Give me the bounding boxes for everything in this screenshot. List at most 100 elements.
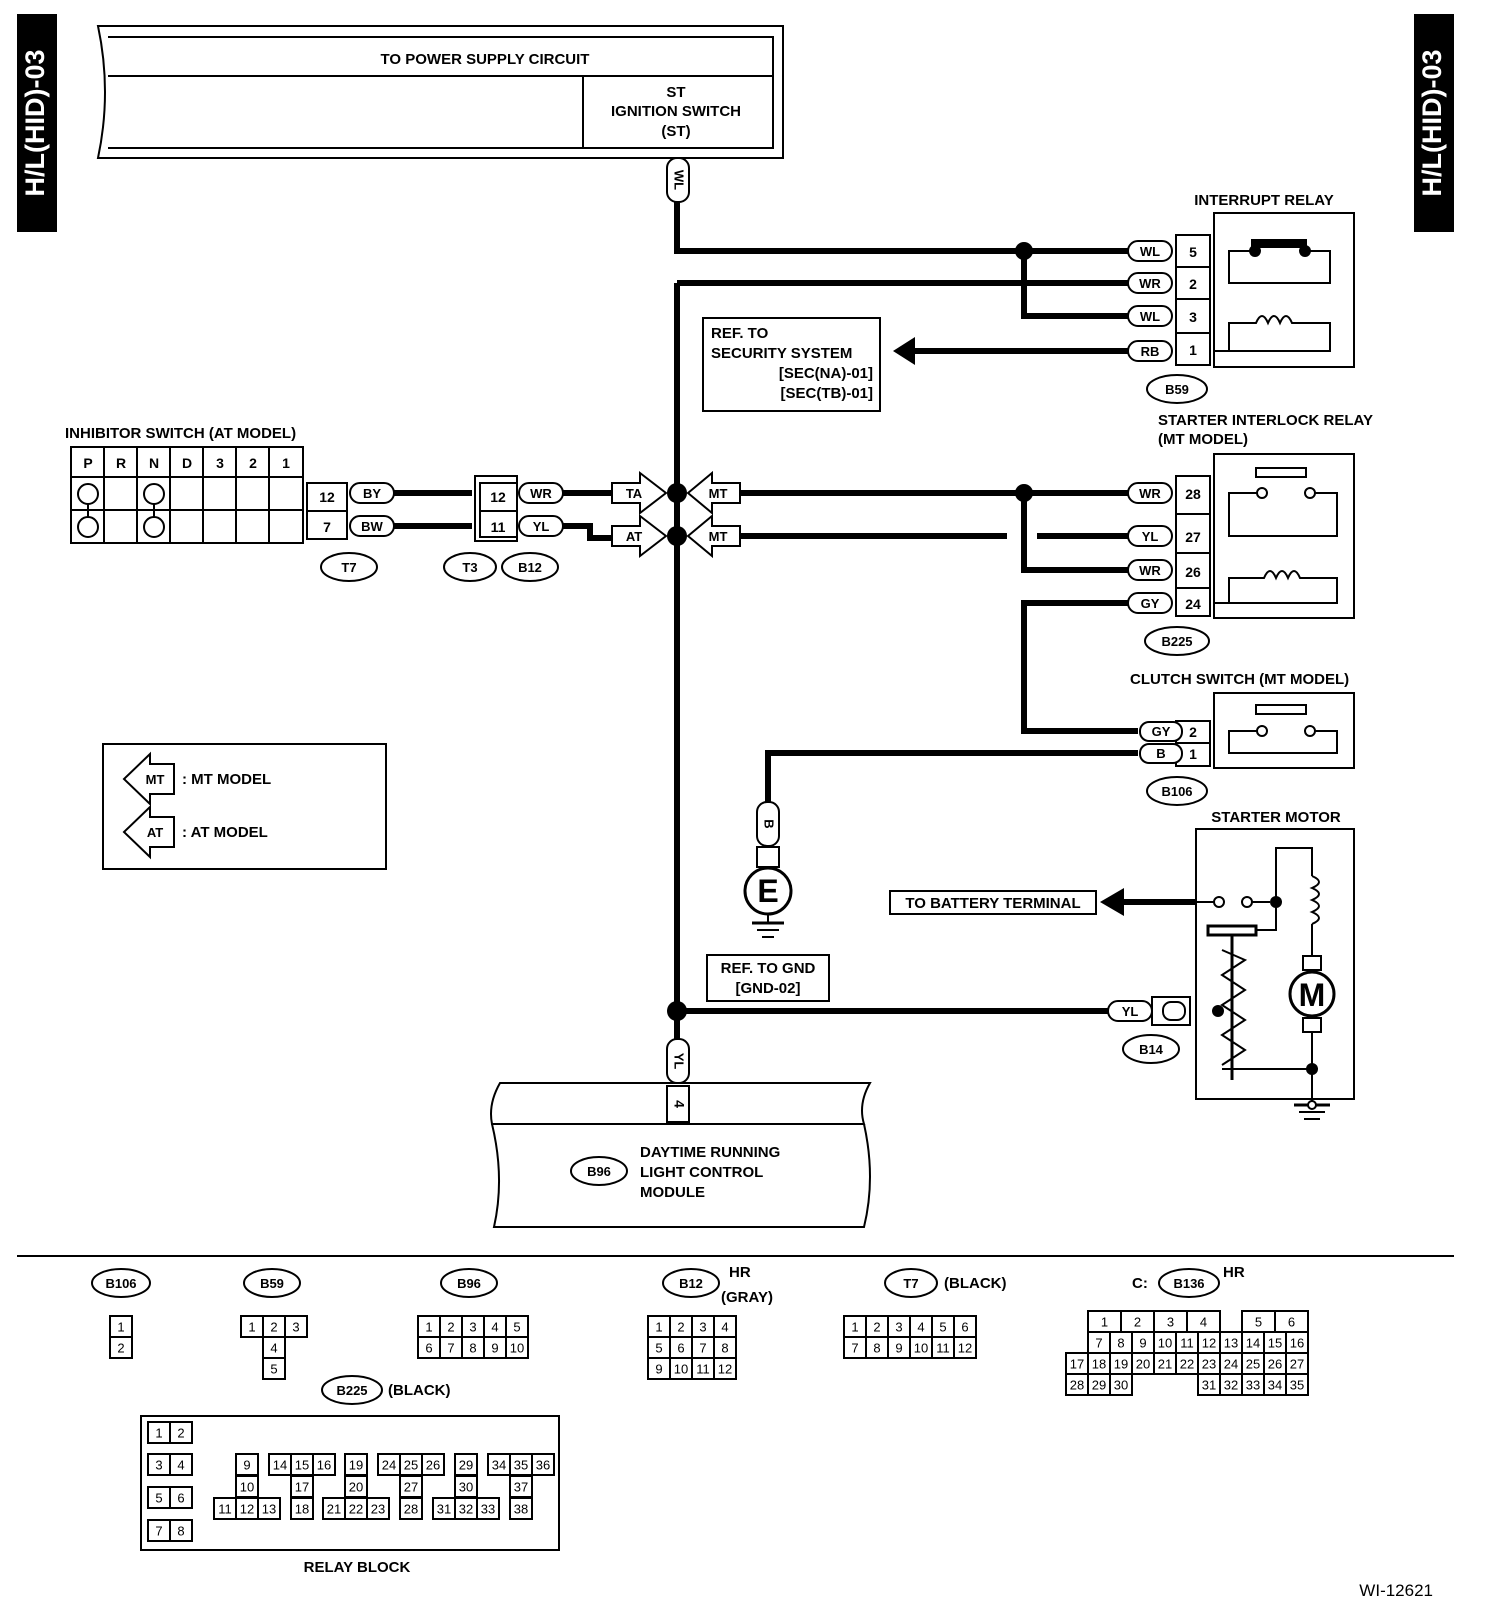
pin-number: 37 <box>514 1480 528 1495</box>
pin-number: 11 <box>1180 1336 1194 1351</box>
pin-number: 2 <box>270 1320 277 1335</box>
svg-text:M: M <box>1299 977 1326 1013</box>
connector-tag-b12: B12 <box>501 552 559 582</box>
pin-cell <box>284 1315 308 1338</box>
svg-text:T7: T7 <box>341 560 356 575</box>
starter-relay-subtitle: (MT MODEL) <box>1158 431 1248 448</box>
pin-number: 1 <box>851 1320 858 1335</box>
pin-cell <box>262 1357 286 1380</box>
svg-text:7: 7 <box>323 519 331 535</box>
pin-number: 8 <box>469 1341 476 1356</box>
junction-arrows: TA MT AT MT <box>611 470 741 559</box>
pin-number: 1 <box>425 1320 432 1335</box>
pin-cell <box>509 1497 533 1520</box>
pin-number: 3 <box>292 1320 299 1335</box>
pin-number: 28 <box>1070 1378 1084 1393</box>
pin-number: 6 <box>425 1341 432 1356</box>
svg-text:26: 26 <box>1185 564 1201 580</box>
connector-tag-b106: B106 <box>1146 776 1208 806</box>
interrupt-relay-title: INTERRUPT RELAY <box>1194 192 1333 209</box>
inhibitor-switch-title: INHIBITOR SWITCH (AT MODEL) <box>65 425 296 442</box>
svg-text:[SEC(TB)-01]: [SEC(TB)-01] <box>781 385 874 402</box>
pin-number: 12 <box>958 1341 972 1356</box>
pin-number: 7 <box>699 1341 706 1356</box>
wire-tag-rb-1: RB <box>1127 340 1173 362</box>
pin-number: 27 <box>1290 1357 1304 1372</box>
pin-number: 1 <box>655 1320 662 1335</box>
pin-number: 13 <box>1224 1336 1238 1351</box>
ignition-st-label: ST <box>666 84 685 101</box>
pin-number: 19 <box>1114 1357 1128 1372</box>
svg-text:B: B <box>762 819 777 828</box>
pin-number: 3 <box>1167 1315 1174 1330</box>
pin-number: 10 <box>1158 1336 1172 1351</box>
svg-text:HR: HR <box>1223 1264 1245 1281</box>
battery-terminal-label: TO BATTERY TERMINAL <box>905 895 1080 912</box>
pin-number: 5 <box>1255 1315 1262 1330</box>
pin-number: 3 <box>469 1320 476 1335</box>
svg-text:28: 28 <box>1185 486 1201 502</box>
svg-text:(BLACK): (BLACK) <box>944 1275 1006 1292</box>
pin-number: 38 <box>514 1502 528 1517</box>
svg-text:B106: B106 <box>1161 784 1192 799</box>
pin-number: 5 <box>155 1491 162 1506</box>
pin-number: 2 <box>873 1320 880 1335</box>
pin-number: 1 <box>117 1320 124 1335</box>
pin-number: 15 <box>295 1458 309 1473</box>
right-tab-label: H/L(HID)-03 <box>1417 50 1447 197</box>
pin-number: 5 <box>939 1320 946 1335</box>
pin-cell <box>531 1453 555 1476</box>
face-b59: B59 <box>243 1268 301 1298</box>
pin-number: 29 <box>1092 1378 1106 1393</box>
pin-cell <box>169 1421 193 1444</box>
face-t7: T7 (BLACK) <box>884 1268 1006 1298</box>
pin-number: 20 <box>349 1480 363 1495</box>
pin-number: 28 <box>404 1502 418 1517</box>
svg-text:LIGHT CONTROL: LIGHT CONTROL <box>640 1164 763 1181</box>
svg-text:4: 4 <box>671 1100 687 1108</box>
svg-text:YL: YL <box>1142 529 1159 544</box>
svg-text:P: P <box>83 455 92 471</box>
pin-number: 13 <box>262 1502 276 1517</box>
wire-tag-wr-2: WR <box>1127 272 1173 294</box>
svg-text:B96: B96 <box>587 1164 611 1179</box>
pin-number: 12 <box>718 1362 732 1377</box>
svg-text:B225: B225 <box>336 1383 367 1398</box>
svg-text:B14: B14 <box>1139 1042 1164 1057</box>
pin-number: 4 <box>270 1341 277 1356</box>
pin-number: 11 <box>696 1362 710 1377</box>
pin-cell <box>109 1336 133 1359</box>
svg-text:B106: B106 <box>105 1276 136 1291</box>
pin-number: 33 <box>1246 1378 1260 1393</box>
pin-number: 5 <box>270 1362 277 1377</box>
connector-face-views: B106 B59 B96 B12 HR (GRAY) T7 (BLACK) C:… <box>91 1264 1309 1576</box>
pin-number: 11 <box>936 1341 950 1356</box>
svg-text:11: 11 <box>491 519 506 535</box>
wire-tag-yl-b14: YL <box>1107 1000 1153 1022</box>
svg-text:REF. TO GND: REF. TO GND <box>721 960 816 977</box>
pin-number: 10 <box>240 1480 254 1495</box>
svg-text:BW: BW <box>361 519 383 534</box>
svg-text:YL: YL <box>672 1053 687 1070</box>
svg-text:12: 12 <box>490 489 506 505</box>
svg-text:AT: AT <box>147 825 163 840</box>
svg-text:WR: WR <box>1139 563 1161 578</box>
pin-number: 34 <box>1268 1378 1282 1393</box>
wire-tag-wl-ignition: WL <box>666 157 690 203</box>
pin-cell <box>713 1357 737 1380</box>
drl-module: YL 4 B96 DAYTIME RUNNING LIGHT CONTROL M… <box>490 1038 872 1228</box>
svg-text:HR: HR <box>729 1264 751 1281</box>
svg-text:(GRAY): (GRAY) <box>721 1289 773 1306</box>
svg-text:2: 2 <box>1189 276 1197 292</box>
pin-number: 34 <box>492 1458 506 1473</box>
pin-number: 25 <box>1246 1357 1260 1372</box>
svg-text:5: 5 <box>1189 244 1197 260</box>
clutch-switch: CLUTCH SWITCH (MT MODEL) 2 1 GY B B106 <box>1130 671 1355 806</box>
svg-text:T7: T7 <box>903 1276 918 1291</box>
pin-number: 26 <box>1268 1357 1282 1372</box>
svg-text:AT: AT <box>626 529 642 544</box>
pin-number: 6 <box>961 1320 968 1335</box>
svg-text:[SEC(NA)-01]: [SEC(NA)-01] <box>779 365 873 382</box>
pin-number: 31 <box>437 1502 451 1517</box>
svg-text:[GND-02]: [GND-02] <box>735 980 800 997</box>
